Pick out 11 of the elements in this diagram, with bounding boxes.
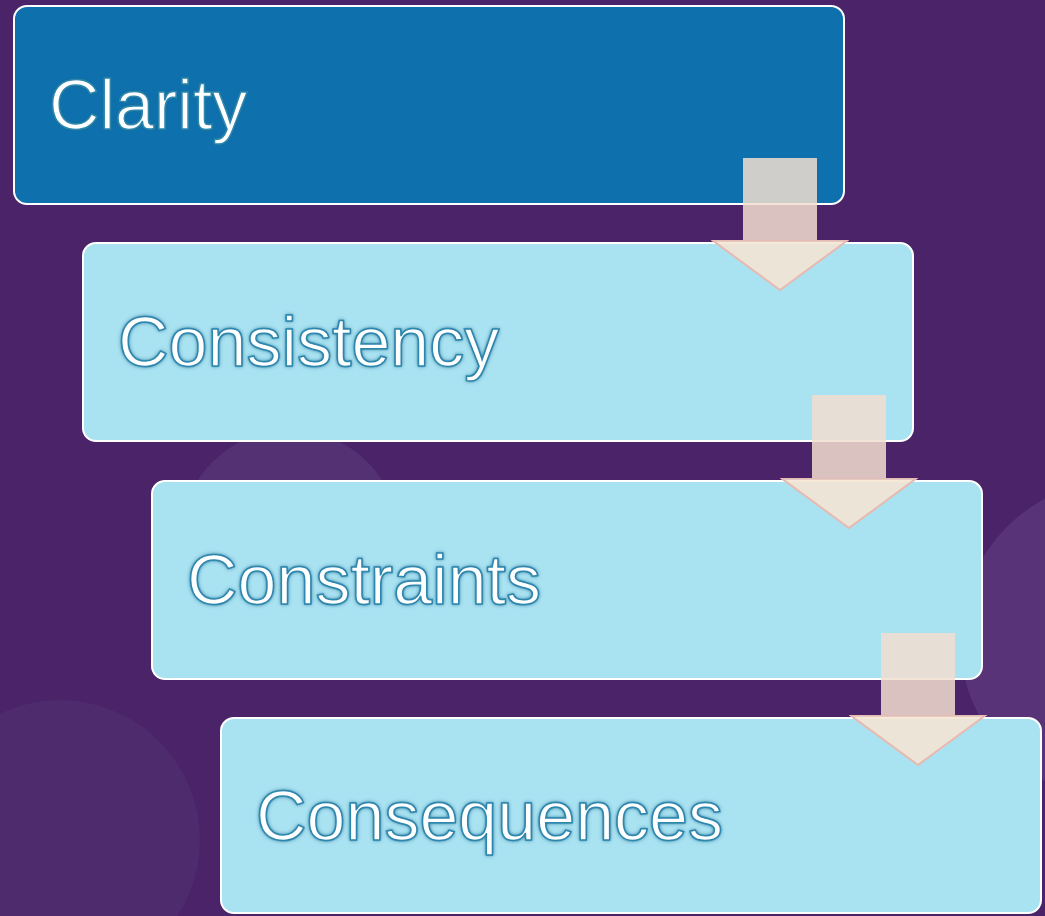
step-label: Consequences	[256, 775, 723, 856]
step-label: Clarity	[49, 65, 248, 145]
step-label: Consistency	[118, 302, 500, 382]
block-arrow	[849, 633, 987, 766]
process-box	[13, 5, 845, 205]
process-box	[151, 480, 983, 680]
process-box	[82, 242, 914, 442]
step-label: Constraints	[187, 540, 542, 620]
block-arrow	[711, 158, 849, 291]
process-box	[220, 717, 1042, 914]
block-arrow	[780, 395, 918, 529]
